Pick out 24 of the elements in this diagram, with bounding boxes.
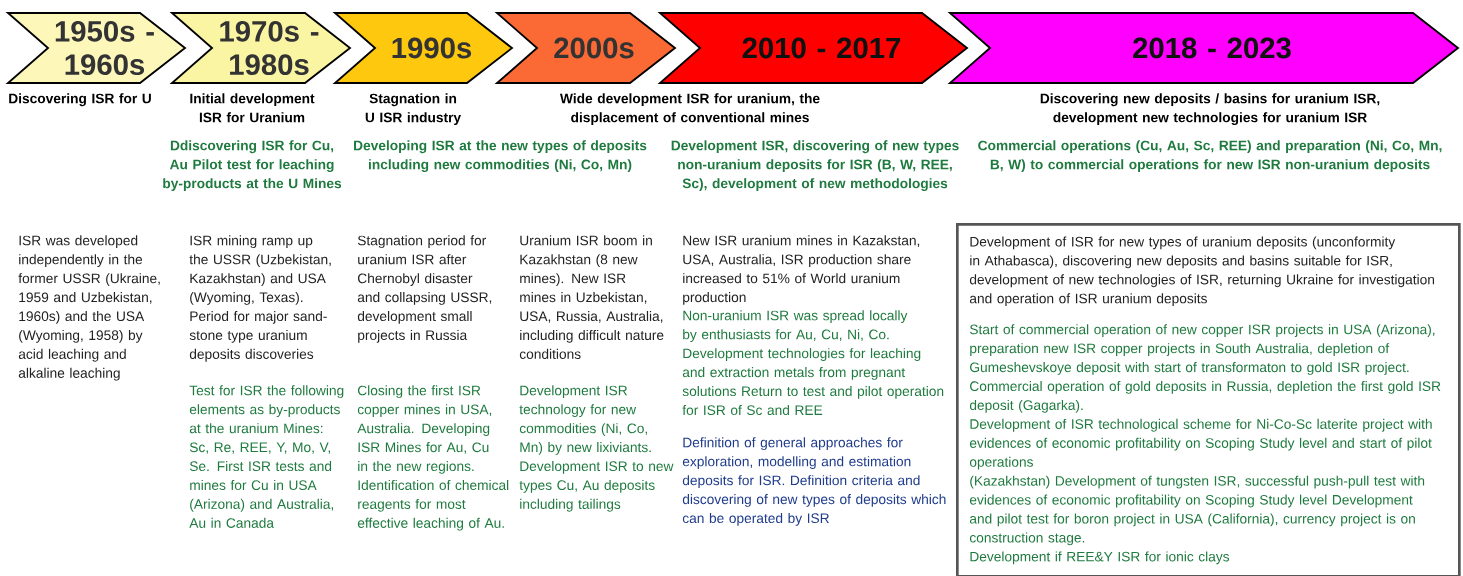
period-band: 1950s - 1960s	[5, 12, 187, 84]
subheading-text: Developing ISR at the new types of deposits including new commodities (Ni, Co, Mn)	[354, 140, 647, 173]
description-text: ISR was developed independently in the former USSR (Ukraine, 1959 and Uzbekistan, 1960s) and the USA (Wyoming, 1958) by acid leaching and alkaline leaching	[18, 235, 160, 381]
description-text: Development ISR technology for new commodities (Ni, Co, Mn) by new lixiviants. Development ISR to new types Cu, Au deposits including tailings	[519, 385, 674, 512]
text-box: Development of ISR for new types of uranium deposits (unconformity in Athabasca), discovering new deposits and basins suitable for ISR, development of new technologies of ISR, returning Ukraine for investigation and operation of ISR uranium deposits Start of commercial operation of new copper ISR projects in USA (Arizona), preparation new ISR copper projects in South Australia, depletion of Gumeshevskoye deposit with start of transformaton to gold ISR project. Commercial operation of gold deposits in Russia, depletion the first gold ISR deposit (Gagarka). Development of ISR technological scheme for Ni-Co-Sc laterite project with evidences of economic profitability on Scoping Study level and start of pilot operations (Kazakhstan) Development of tungsten ISR, successful push-pull test with evidences of economic profitability on Scoping Study level Development and pilot test for boron project in USA (California), currency project is on construction stage. Development if REE&Y ISR for ionic clays	[956, 223, 1461, 576]
description-text: Uranium ISR boom in Kazakhstan (8 new mines). New ISR mines in Uzbekistan, USA, Russia, Australia, including difficult nature conditions	[519, 235, 664, 359]
heading-text: Discovering ISR for U	[9, 93, 151, 107]
subheading-text: Ddiscovering ISR for Cu, Au Pilot test for leaching by-products at the U Mines	[163, 140, 342, 191]
subheading-text: Development ISR, discovering of new types non-uranium deposits for ISR (B, W, REE, Sc), development of new methodologies	[671, 140, 959, 191]
description-text: Closing the first ISR copper mines in USA, Australia. Developing ISR Mines for Au, Cu in the new regions. Identification of chemical reagents for most effective leaching of Au.	[357, 385, 509, 531]
description-text: ISR mining ramp up the USSR (Uzbekistan, Kazakhstan) and USA (Wyoming, Texas). Period for major sand-stone type uranium deposits discoveries	[189, 235, 331, 362]
period-band: 2018 - 2023	[947, 12, 1460, 84]
description-text: Test for ISR the following elements as by-products at the uranium Mines: Sc, Re, REE, Y, Mo, V, Se. First ISR tests and mines for Cu in USA (Arizona) and Australia, Au in Canada	[189, 385, 344, 528]
description-text: Non-uranium ISR was spread locally by enthusiasts for Au, Cu, Ni, Co. Development technologies for leaching and extraction metals from pregnant solutions Return to test and pilot operation for ISR of Sc and REE	[682, 310, 944, 415]
period-band: 2000s	[494, 12, 677, 84]
description-text: New ISR uranium mines in Kazakstan, USA, Australia, ISR production share increased to 51% of World uranium production	[683, 235, 920, 305]
description-text: Stagnation period for uranium ISR after Chernobyl disaster and collapsing USSR, development small projects in Russia	[357, 235, 492, 343]
period-band: 1970s - 1980s	[169, 12, 352, 84]
heading-text: Wide development ISR for uranium, the displacement of conventional mines	[560, 93, 820, 125]
period-band: 1990s	[332, 12, 514, 84]
heading-text: Initial development ISR for Uranium	[190, 93, 315, 123]
subheading-text: Commercial operations (Cu, Au, Sc, REE) and preparation (Ni, Co, Mn, B, W) to commercial operations for new ISR non-uranium deposits	[978, 140, 1442, 172]
period-band: 2010 - 2017	[657, 12, 969, 84]
heading-text: Stagnation in U ISR industry	[365, 93, 461, 125]
